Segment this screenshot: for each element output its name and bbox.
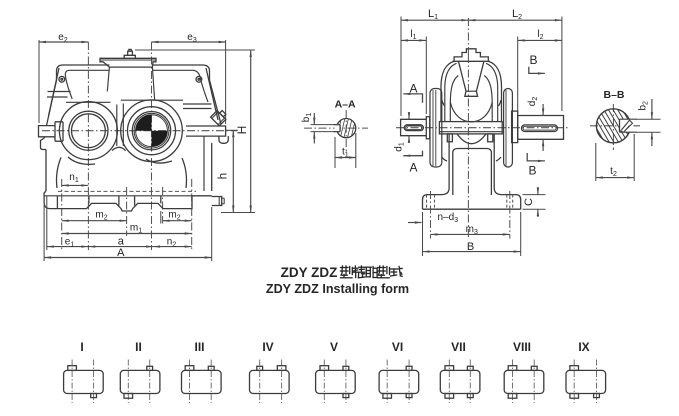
svg-text:l1: l1: [410, 29, 416, 41]
svg-text:B–B: B–B: [603, 89, 624, 101]
svg-text:I: I: [80, 340, 83, 354]
svg-text:A: A: [117, 247, 125, 259]
svg-text:n1: n1: [69, 172, 79, 184]
svg-text:IX: IX: [578, 340, 589, 354]
svg-text:L1: L1: [428, 8, 438, 21]
svg-text:ZDY ZDZ Installing form: ZDY ZDZ Installing form: [266, 282, 409, 296]
svg-text:a: a: [118, 236, 125, 248]
svg-text:V: V: [330, 340, 338, 354]
svg-text:l2: l2: [537, 29, 543, 41]
svg-text:VII: VII: [451, 340, 466, 354]
svg-text:ZDY ZDZ: ZDY ZDZ: [281, 265, 338, 280]
svg-text:A: A: [409, 161, 417, 175]
svg-text:VI: VI: [392, 340, 403, 354]
svg-text:C: C: [523, 198, 535, 206]
svg-text:h: h: [218, 173, 230, 179]
svg-text:III: III: [194, 340, 204, 354]
svg-text:H: H: [235, 126, 249, 135]
svg-text:A–A: A–A: [335, 99, 356, 111]
svg-text:t2: t2: [610, 166, 617, 178]
svg-text:VIII: VIII: [513, 340, 531, 354]
svg-text:t1: t1: [342, 147, 349, 159]
svg-text:n2: n2: [167, 236, 177, 248]
svg-text:e1: e1: [65, 236, 75, 248]
svg-text:b1: b1: [301, 113, 313, 123]
svg-text:n–d3: n–d3: [438, 212, 459, 224]
svg-text:d1: d1: [394, 142, 406, 152]
svg-text:b2: b2: [638, 101, 650, 111]
svg-text:d2: d2: [527, 97, 539, 107]
svg-text:B: B: [528, 164, 536, 178]
svg-text:A: A: [409, 82, 417, 96]
svg-text:e2: e2: [58, 32, 68, 44]
svg-text:e3: e3: [187, 32, 197, 44]
svg-text:IV: IV: [262, 340, 273, 354]
svg-text:II: II: [135, 340, 142, 354]
svg-text:B: B: [467, 241, 474, 253]
svg-text:L2: L2: [512, 8, 522, 21]
svg-text:B: B: [529, 53, 537, 67]
